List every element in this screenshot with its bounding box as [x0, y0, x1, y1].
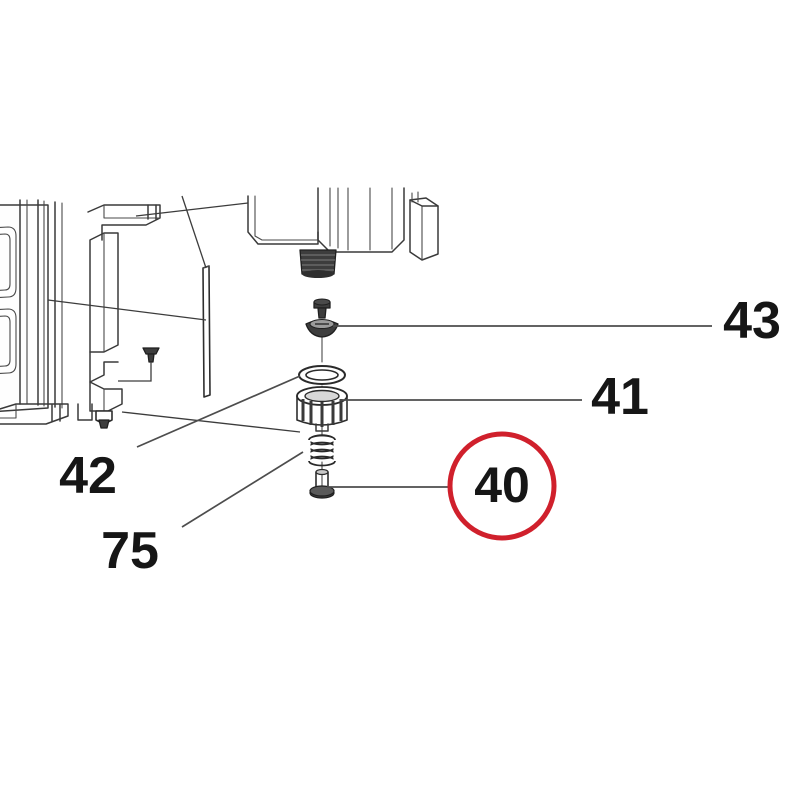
callout-label-43: 43	[723, 292, 781, 350]
retaining-screw-icon	[313, 298, 331, 319]
callout-label-42: 42	[59, 447, 117, 505]
cabinet-base-ribs	[51, 404, 61, 422]
projection-line-3	[47, 299, 207, 321]
callout-leaders	[136, 325, 712, 528]
callout-label-41: 41	[591, 368, 649, 426]
compression-spring-icon	[307, 434, 337, 467]
housing-main-body	[317, 187, 405, 253]
cabinet-foot-tab	[77, 403, 93, 421]
housing-left-arm	[247, 195, 319, 245]
lower-clip-stem-icon	[98, 419, 110, 429]
hinge-lower-foot	[89, 381, 123, 412]
hinge-upper-step	[87, 204, 161, 241]
leader-75	[181, 451, 304, 528]
hinge-upper-step-edge	[103, 204, 161, 219]
cabinet-outer-face	[0, 204, 49, 413]
vertical-rod-icon	[202, 265, 211, 398]
small-screw-group	[118, 347, 160, 382]
hinge-stile-group	[87, 204, 161, 429]
cabinet-panel-group	[0, 199, 93, 425]
hinge-lower-step	[89, 351, 119, 383]
panel-slot-upper-inner-icon	[0, 233, 11, 291]
housing-left-arm-edge	[254, 195, 319, 241]
cabinet-base-edge	[0, 403, 17, 419]
support-leg-top	[409, 199, 439, 207]
hinge-upper-rib	[147, 204, 157, 220]
panel-slot-lower-icon	[0, 308, 17, 374]
projection-line-1	[135, 202, 249, 217]
threaded-boss-icon	[299, 249, 337, 278]
panel-slot-lower-inner-icon	[0, 315, 11, 367]
highlight-circle	[447, 431, 557, 541]
projection-line-2	[181, 195, 207, 269]
small-screw-leader	[118, 362, 152, 382]
shoulder-bolt-icon	[309, 468, 335, 499]
small-screw-shank-icon	[147, 353, 155, 363]
small-screw-head-icon	[142, 347, 160, 355]
callout-label-40: 40	[474, 457, 530, 513]
vertical-rod-group	[202, 265, 211, 398]
cap-washer-icon	[305, 319, 339, 338]
o-ring-icon	[298, 365, 346, 385]
leader-42	[136, 375, 301, 448]
projection-line-4	[121, 411, 301, 433]
projection-lines-group	[47, 195, 301, 433]
machine-housing-group	[247, 187, 439, 278]
callout-label-75: 75	[101, 522, 159, 580]
support-leg-tabs	[411, 191, 419, 203]
support-leg-icon	[409, 197, 439, 261]
knurled-knob-icon	[296, 386, 348, 432]
panel-slot-upper-icon	[0, 226, 17, 298]
